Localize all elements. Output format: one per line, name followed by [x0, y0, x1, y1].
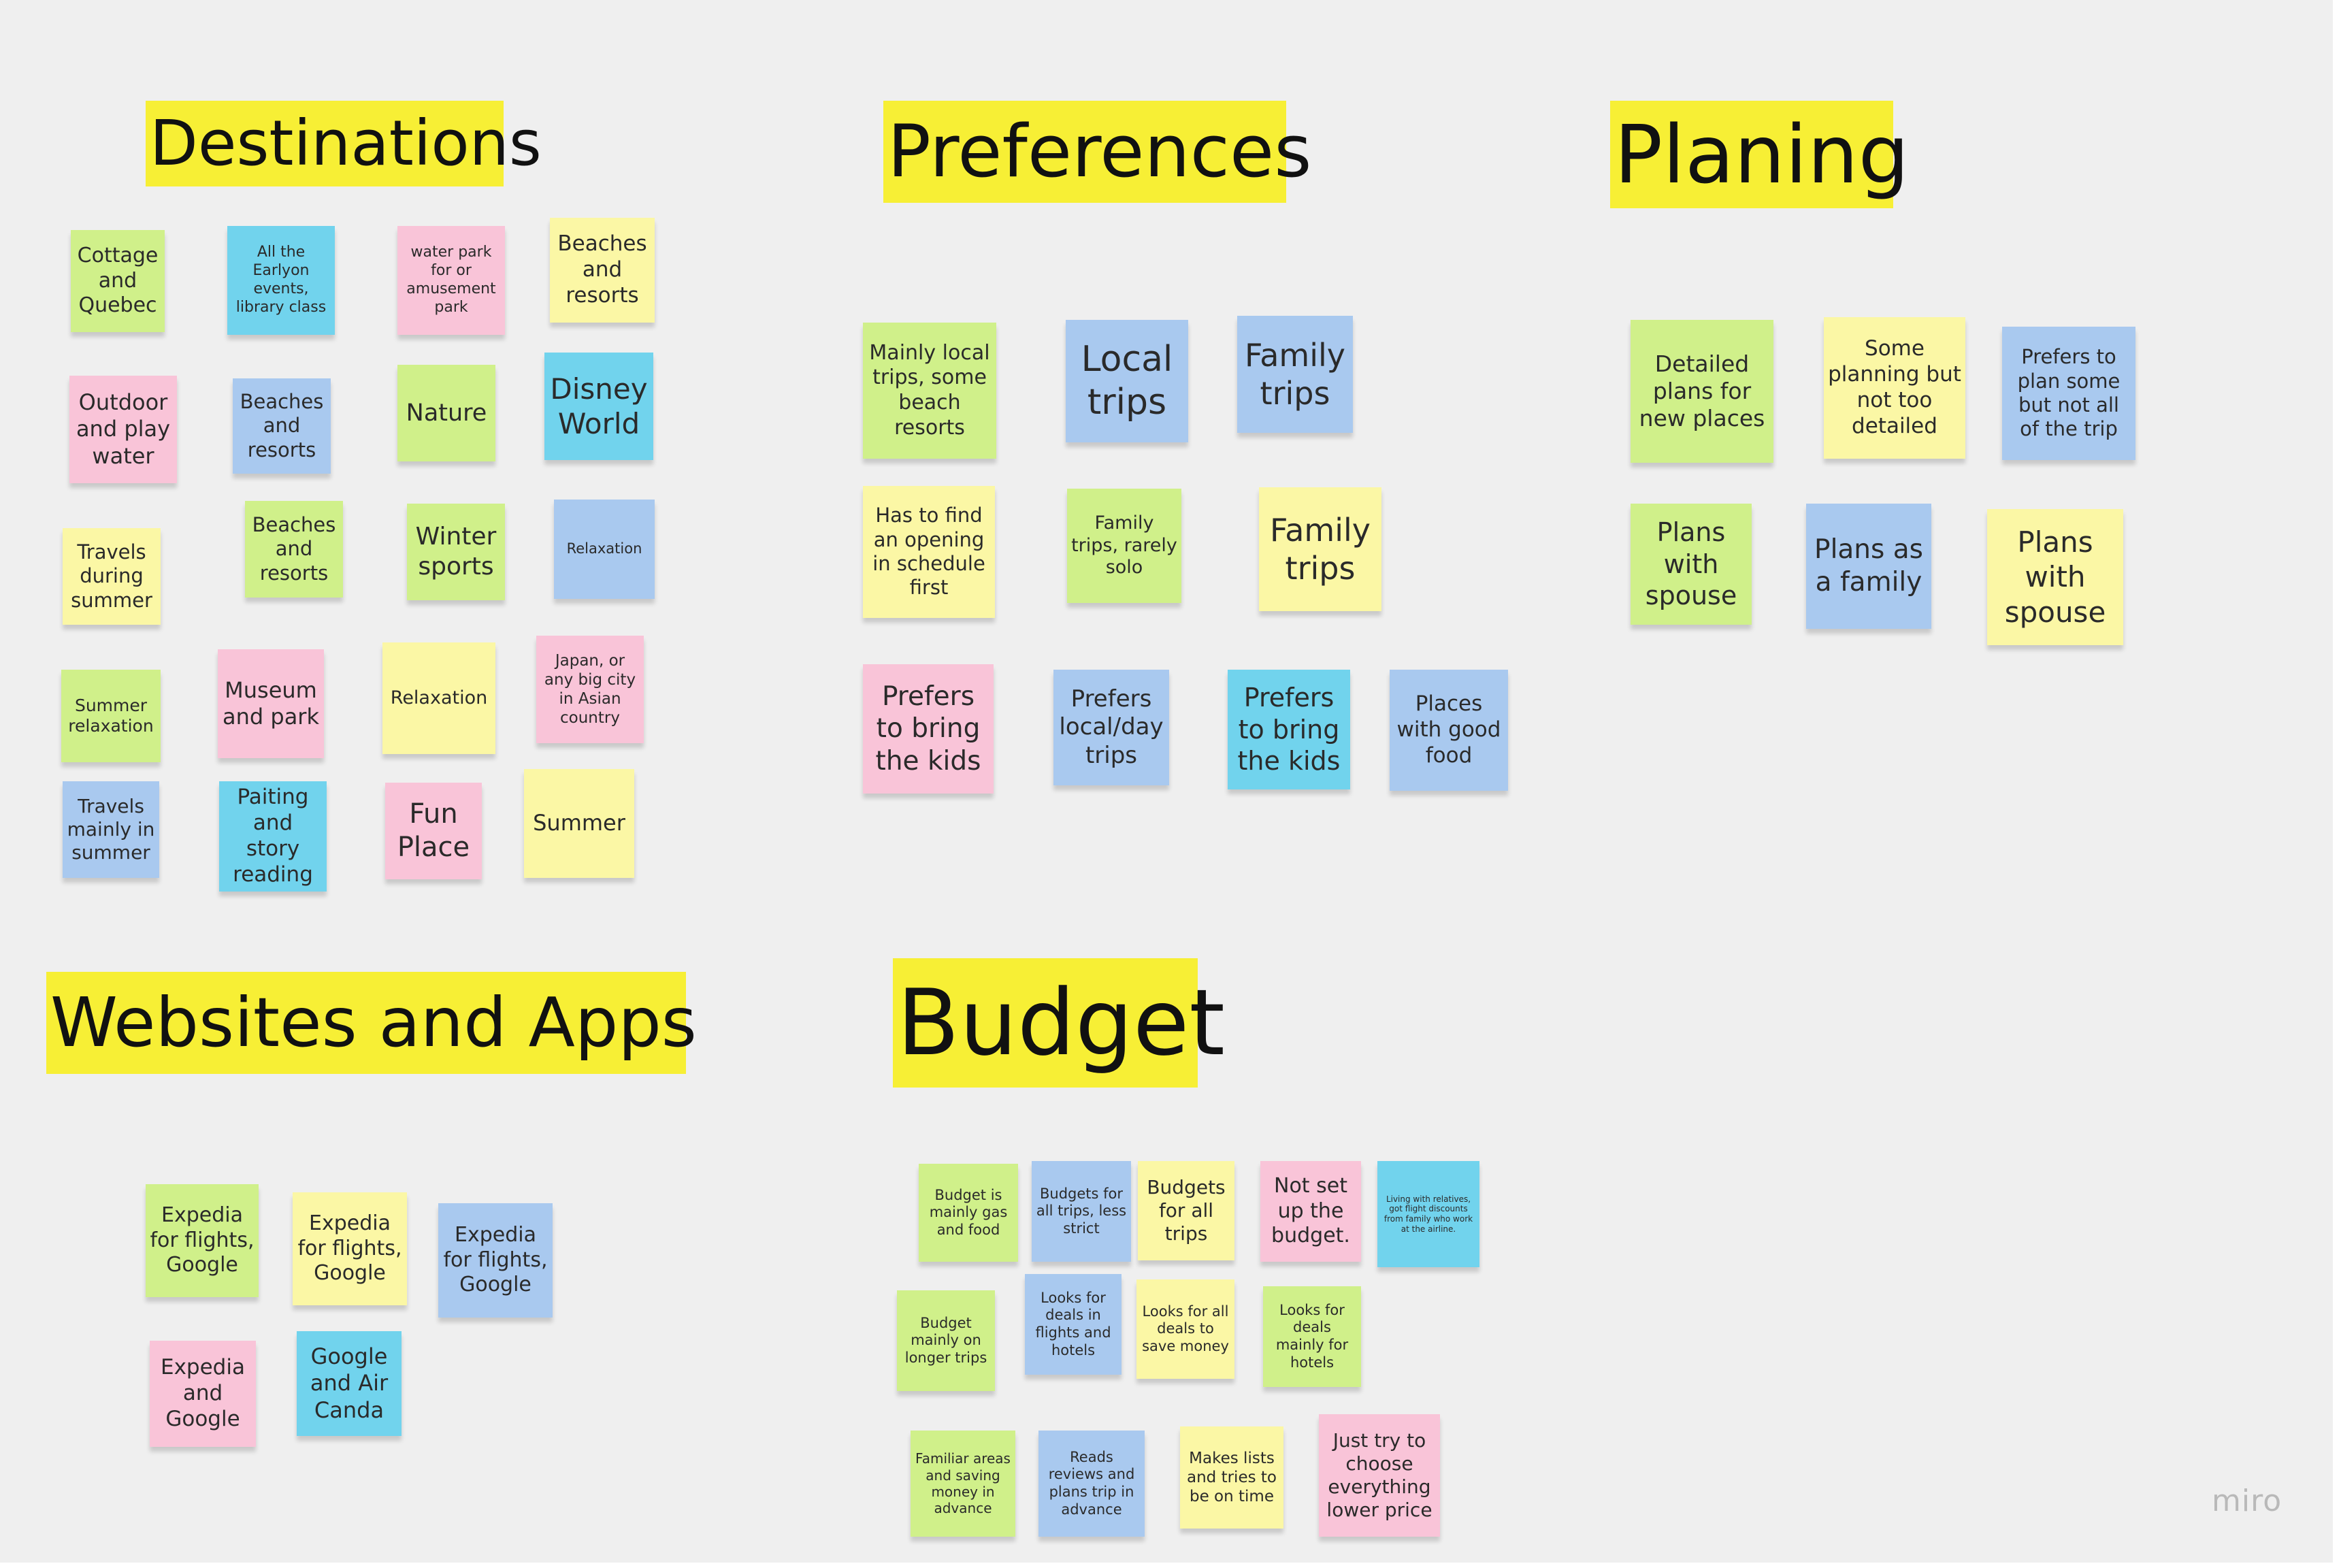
- sticky-note[interactable]: Looks for deals in flights and hotels: [1025, 1274, 1122, 1375]
- sticky-note[interactable]: Makes lists and tries to be on time: [1180, 1426, 1283, 1529]
- sticky-note[interactable]: Expedia for flights, Google: [438, 1203, 553, 1318]
- sticky-note[interactable]: Budget is mainly gas and food: [919, 1164, 1018, 1262]
- sticky-note[interactable]: Expedia and Google: [150, 1341, 256, 1447]
- sticky-note[interactable]: Expedia for flights, Google: [146, 1184, 259, 1297]
- sticky-note[interactable]: Prefers local/day trips: [1053, 670, 1169, 785]
- sticky-note[interactable]: Places with good food: [1390, 670, 1508, 791]
- sticky-note[interactable]: Familiar areas and saving money in advan…: [911, 1431, 1015, 1537]
- sticky-note[interactable]: Local trips: [1066, 320, 1188, 442]
- sticky-note[interactable]: Summer: [524, 769, 634, 878]
- sticky-note[interactable]: Cottage and Quebec: [71, 230, 165, 332]
- sticky-note[interactable]: Family trips: [1237, 316, 1353, 433]
- sticky-note[interactable]: All the Earlyon events, library class: [227, 226, 335, 335]
- sticky-note[interactable]: Has to find an opening in schedule first: [863, 486, 995, 618]
- sticky-note[interactable]: Expedia for flights, Google: [293, 1192, 407, 1305]
- heading-planing[interactable]: Planing: [1610, 101, 1910, 208]
- sticky-note[interactable]: Just try to choose everything lower pric…: [1319, 1414, 1440, 1537]
- sticky-note[interactable]: Prefers to bring the kids: [1228, 670, 1350, 789]
- miro-logo: miro: [2212, 1484, 2282, 1518]
- sticky-note[interactable]: Detailed plans for new places: [1631, 320, 1773, 463]
- sticky-note[interactable]: Disney World: [544, 353, 653, 460]
- sticky-note[interactable]: Beaches and resorts: [233, 378, 331, 474]
- sticky-note[interactable]: Outdoor and play water: [69, 376, 177, 483]
- sticky-note[interactable]: Some planning but not too detailed: [1824, 317, 1965, 459]
- sticky-note[interactable]: Living with relatives, got flight discou…: [1377, 1161, 1479, 1267]
- sticky-note[interactable]: Prefers to bring the kids: [863, 664, 994, 794]
- heading-preferences[interactable]: Preferences: [883, 101, 1311, 203]
- sticky-note[interactable]: Reads reviews and plans trip in advance: [1038, 1431, 1145, 1537]
- sticky-note[interactable]: Budgets for all trips, less strict: [1032, 1161, 1131, 1262]
- sticky-note[interactable]: Relaxation: [382, 642, 495, 754]
- sticky-note[interactable]: Beaches and resorts: [245, 501, 343, 598]
- sticky-note[interactable]: Japan, or any big city in Asian country: [536, 636, 644, 743]
- sticky-note[interactable]: Beaches and resorts: [550, 218, 655, 323]
- sticky-note[interactable]: Budget mainly on longer trips: [897, 1290, 995, 1391]
- sticky-note[interactable]: Looks for all deals to save money: [1136, 1279, 1234, 1379]
- sticky-note[interactable]: Nature: [397, 365, 495, 461]
- sticky-note[interactable]: Paiting and story reading: [219, 781, 327, 892]
- sticky-note[interactable]: Plans as a family: [1806, 504, 1931, 629]
- heading-destinations[interactable]: Destinations: [146, 101, 542, 186]
- heading-websites-and-apps[interactable]: Websites and Apps: [46, 972, 697, 1074]
- sticky-note[interactable]: Fun Place: [385, 783, 482, 879]
- sticky-note[interactable]: Not set up the budget.: [1260, 1161, 1361, 1262]
- sticky-note[interactable]: Looks for deals mainly for hotels: [1263, 1286, 1361, 1387]
- sticky-note[interactable]: Plans with spouse: [1631, 504, 1752, 625]
- sticky-note[interactable]: Travels during summer: [63, 528, 161, 625]
- sticky-note[interactable]: Prefers to plan some but not all of the …: [2002, 327, 2135, 460]
- sticky-note[interactable]: water park for or amusement park: [397, 226, 505, 335]
- sticky-note[interactable]: Google and Air Canda: [297, 1331, 402, 1436]
- sticky-note[interactable]: Plans with spouse: [1987, 509, 2123, 645]
- sticky-note[interactable]: Travels mainly in summer: [63, 781, 159, 878]
- sticky-note[interactable]: Mainly local trips, some beach resorts: [863, 323, 996, 459]
- sticky-note[interactable]: Family trips: [1259, 487, 1381, 611]
- heading-budget[interactable]: Budget: [893, 958, 1225, 1088]
- sticky-note[interactable]: Relaxation: [554, 500, 655, 599]
- sticky-note[interactable]: Winter sports: [407, 504, 505, 600]
- sticky-note[interactable]: Museum and park: [218, 649, 324, 758]
- sticky-note[interactable]: Budgets for all trips: [1138, 1161, 1234, 1260]
- sticky-note[interactable]: Family trips, rarely solo: [1067, 489, 1181, 603]
- sticky-note[interactable]: Summer relaxation: [61, 670, 161, 762]
